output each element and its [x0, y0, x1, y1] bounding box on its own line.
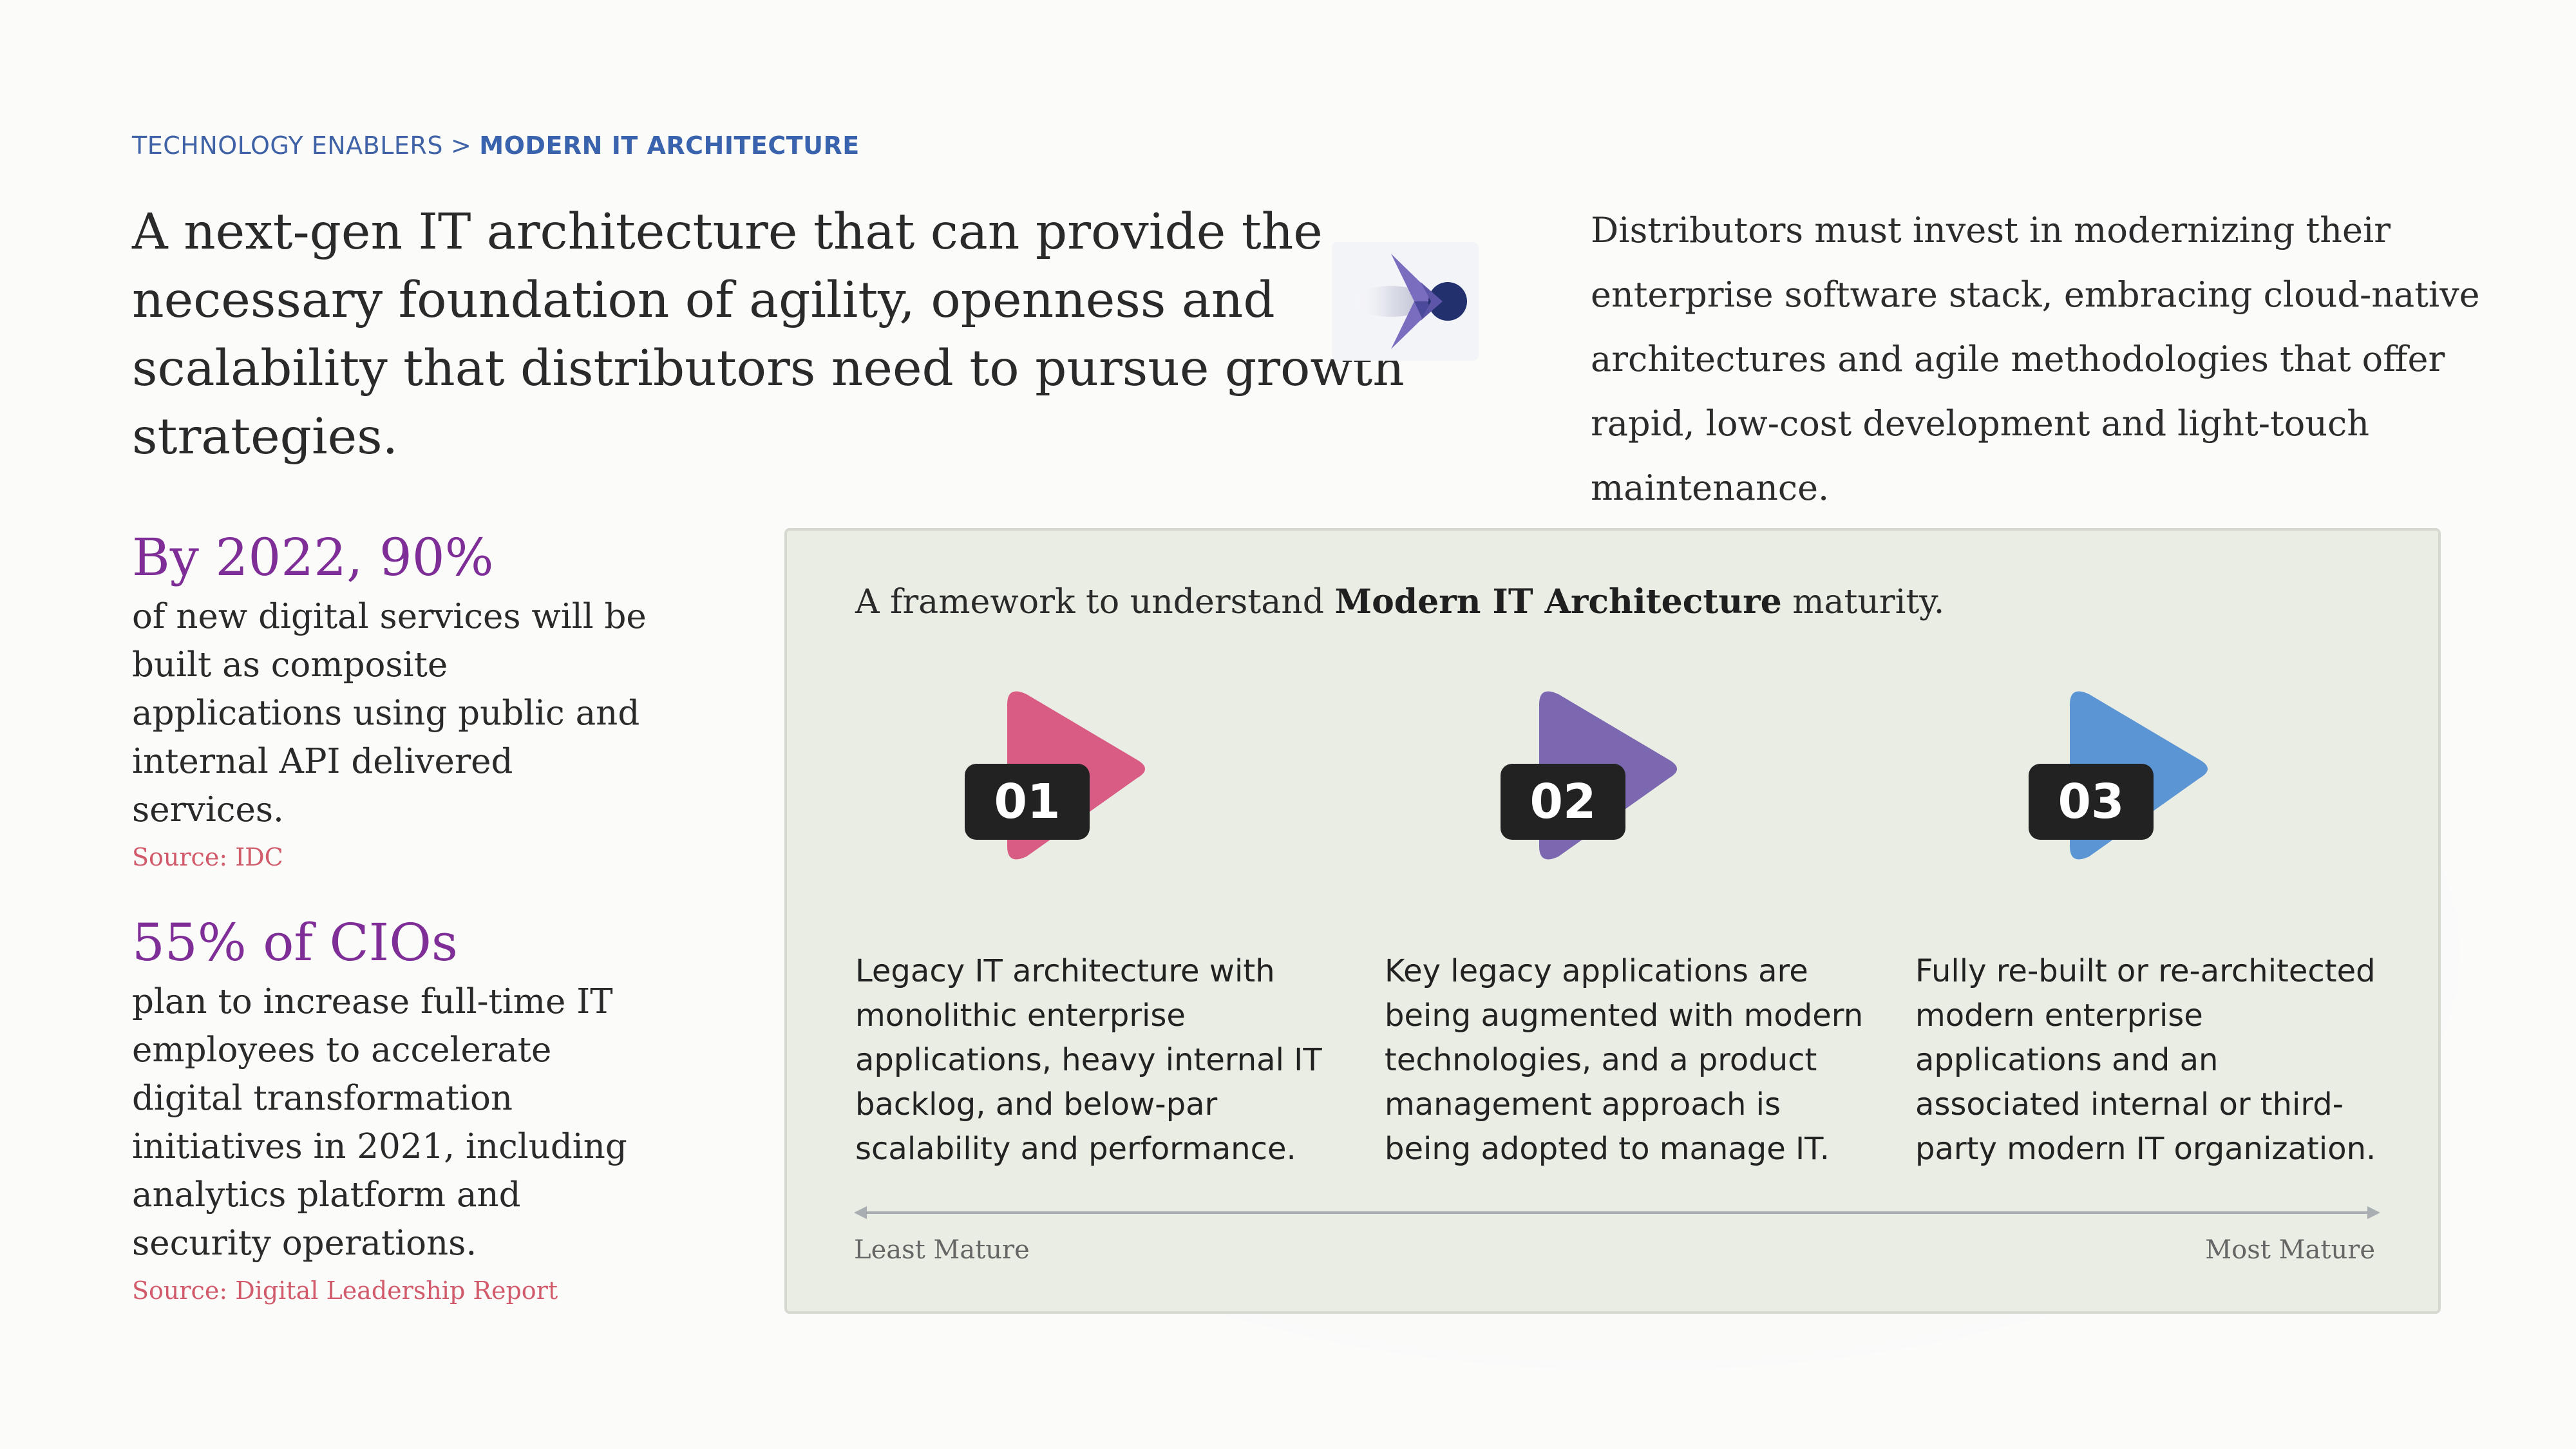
stat-body-line: built as composite [132, 645, 448, 685]
stage-description-line: party modern IT organization. [1915, 1131, 2376, 1167]
stat-body-line: services. [132, 790, 284, 829]
stat-headline: By 2022, 90% [132, 527, 494, 587]
intro-line: maintenance. [1591, 468, 1830, 508]
stage-description-line: Fully re-built or re-architected [1915, 953, 2376, 989]
intro-line: enterprise software stack, embracing clo… [1591, 274, 2480, 315]
stage-number-badge: 01 [965, 764, 1090, 840]
axis-label-most-mature: Most Mature [2205, 1235, 2375, 1265]
framework-title: A framework to understand Modern IT Arch… [855, 582, 1944, 621]
stat-body: of new digital services will be built as… [132, 592, 647, 834]
stage-description-line: associated internal or third- [1915, 1086, 2344, 1122]
stage-description-line: being adopted to manage IT. [1385, 1131, 1830, 1167]
stat-headline: 55% of CIOs [132, 913, 458, 972]
page-headline: A next-gen IT architecture that can prov… [132, 198, 1405, 471]
intro-line: architectures and agile methodologies th… [1591, 339, 2445, 379]
headline-line: necessary foundation of agility, opennes… [132, 272, 1275, 329]
stage-number-badge: 03 [2029, 764, 2154, 840]
stat-body-line: applications using public and [132, 694, 640, 733]
stage-description-line: Key legacy applications are [1385, 953, 1808, 989]
axis-label-least-mature: Least Mature [854, 1235, 1030, 1265]
maturity-axis-arrow [854, 1206, 2380, 1219]
stage-number-badge: 02 [1501, 764, 1625, 840]
stage-description: Key legacy applications are being augmen… [1385, 949, 1863, 1171]
stage-description-line: backlog, and below-par [855, 1086, 1218, 1122]
stage-description-line: monolithic enterprise [855, 998, 1186, 1034]
stage-description: Legacy IT architecture with monolithic e… [855, 949, 1322, 1171]
stage-description-line: being augmented with modern [1385, 998, 1864, 1034]
breadcrumb-section[interactable]: TECHNOLOGY ENABLERS [132, 131, 443, 160]
breadcrumb: TECHNOLOGY ENABLERS>MODERN IT ARCHITECTU… [132, 131, 860, 160]
headline-line: A next-gen IT architecture that can prov… [132, 204, 1323, 261]
stat-block: By 2022, 90% of new digital services wil… [132, 523, 647, 876]
stage-description: Fully re-built or re-architected modern … [1915, 949, 2376, 1171]
stage-description-line: technologies, and a product [1385, 1042, 1817, 1078]
intro-line: Distributors must invest in modernizing … [1591, 210, 2391, 251]
headline-line: scalability that distributors need to pu… [132, 340, 1405, 397]
stat-body-line: analytics platform and [132, 1175, 521, 1215]
stat-block: 55% of CIOs plan to increase full-time I… [132, 908, 627, 1310]
stat-body-line: security operations. [132, 1224, 477, 1263]
stage-description-line: applications, heavy internal IT [855, 1042, 1322, 1078]
stat-body-line: internal API delivered [132, 742, 513, 781]
stat-body-line: plan to increase full-time IT [132, 982, 613, 1021]
stage-description-line: modern enterprise [1915, 998, 2203, 1034]
intro-paragraph: Distributors must invest in modernizing … [1591, 198, 2480, 520]
breadcrumb-current: MODERN IT ARCHITECTURE [479, 131, 860, 160]
intro-line: rapid, low-cost development and light-to… [1591, 403, 2370, 444]
stage-description-line: management approach is [1385, 1086, 1781, 1122]
stage-description-line: applications and an [1915, 1042, 2219, 1078]
breadcrumb-separator: > [450, 131, 472, 160]
framework-title-bold: Modern IT Architecture [1334, 582, 1782, 621]
stat-body-line: initiatives in 2021, including [132, 1127, 627, 1166]
framework-panel: A framework to understand Modern IT Arch… [784, 528, 2441, 1314]
framework-title-suffix: maturity. [1781, 583, 1945, 621]
stat-body-line: digital transformation [132, 1079, 513, 1118]
chevron-arrow-icon [1332, 242, 1479, 361]
stat-body-line: employees to accelerate [132, 1030, 552, 1070]
stat-source: Source: Digital Leadership Report [132, 1276, 558, 1305]
stat-body: plan to increase full-time IT employees … [132, 978, 627, 1267]
headline-line: strategies. [132, 408, 399, 466]
stage-description-line: scalability and performance. [855, 1131, 1296, 1167]
stat-body-line: of new digital services will be [132, 597, 647, 636]
framework-title-prefix: A framework to understand [855, 583, 1335, 621]
stat-source: Source: IDC [132, 843, 283, 871]
stage-description-line: Legacy IT architecture with [855, 953, 1275, 989]
